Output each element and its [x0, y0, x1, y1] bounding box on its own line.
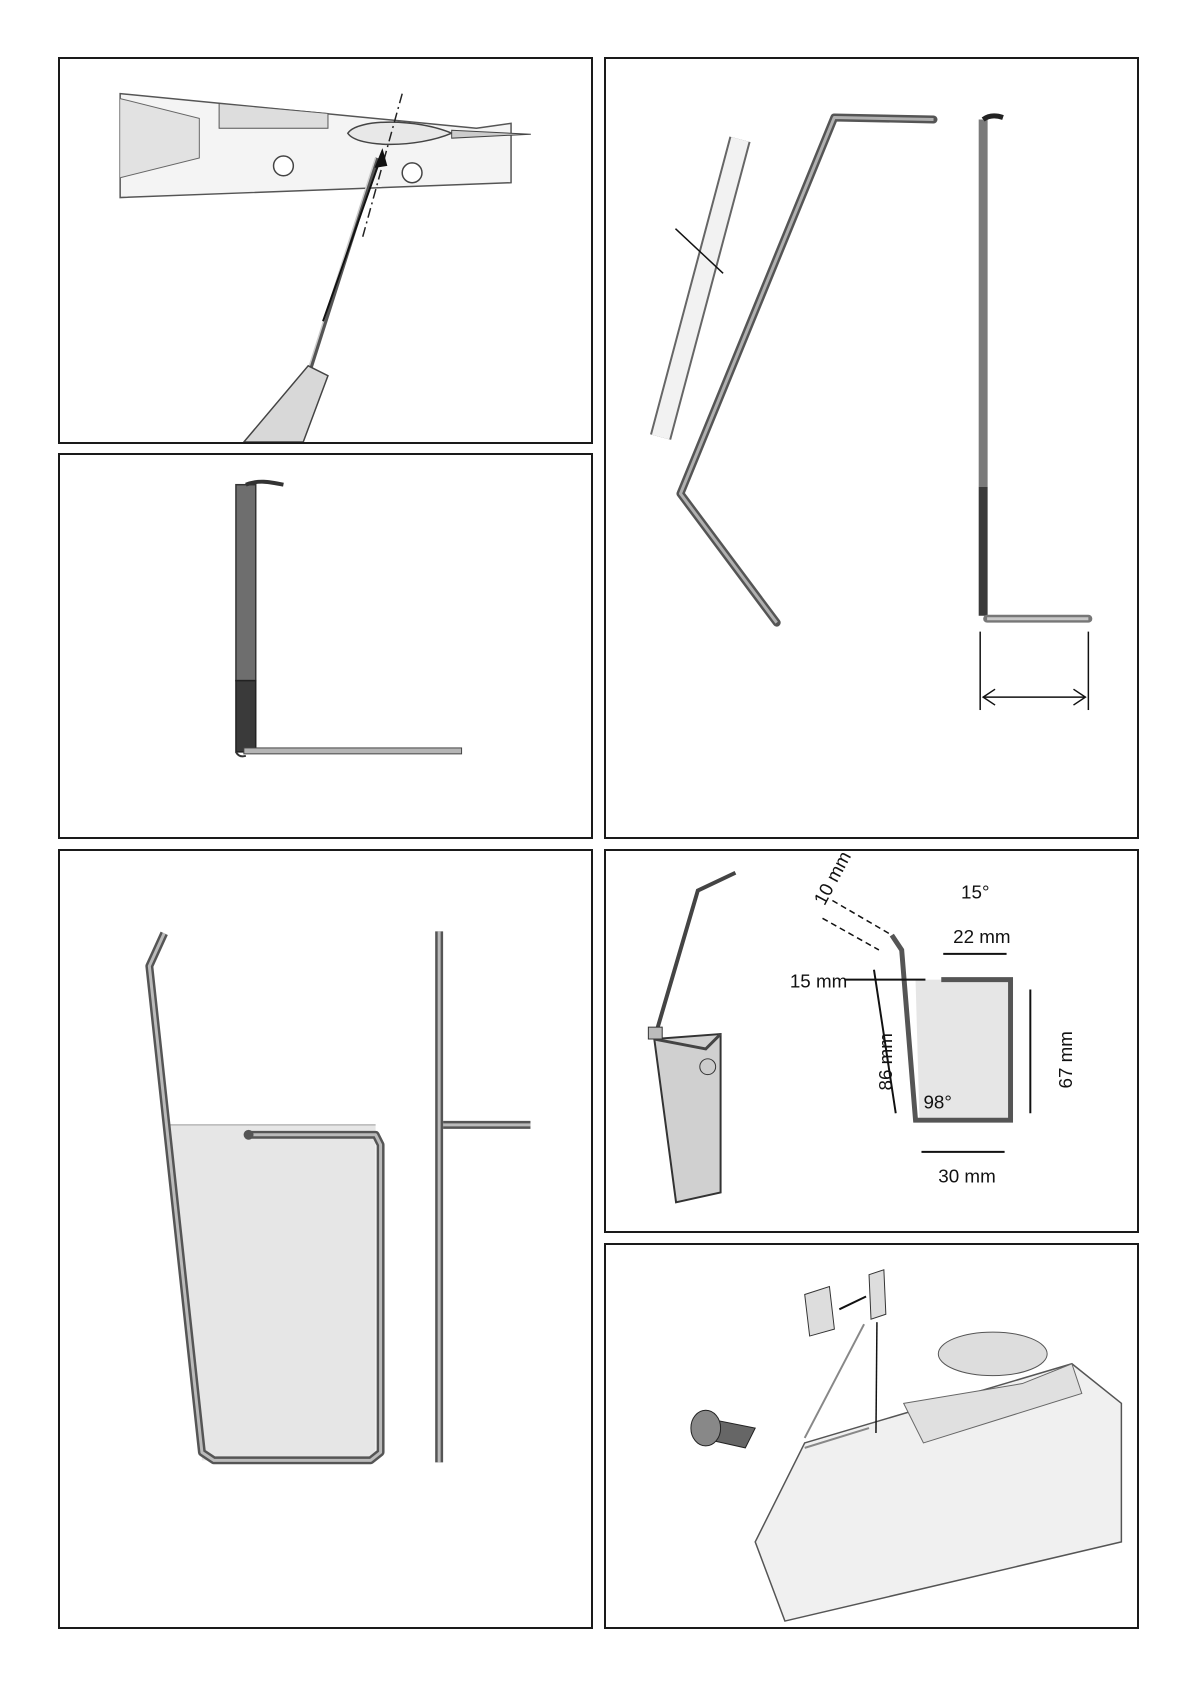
dim-67mm: 67 mm [1055, 1031, 1076, 1088]
panel-rudder-dimensions: 10 mm 15° 22 mm 15 mm 86 mm 67 mm 98° 30… [604, 849, 1139, 1233]
panel-pushrod-tube [604, 57, 1139, 839]
hinge-gluing-illustration [606, 1245, 1137, 1627]
awl-drilling-illustration [60, 59, 591, 442]
dim-22mm: 22 mm [953, 926, 1010, 947]
dim-30mm: 30 mm [938, 1166, 995, 1187]
panel-hinge-gluing [604, 1243, 1139, 1629]
dim-15mm: 15 mm [790, 971, 847, 992]
dim-10mm: 10 mm [809, 851, 855, 908]
pushrod-side-illustration [60, 455, 591, 837]
rudder-dimensions-illustration: 10 mm 15° 22 mm 15 mm 86 mm 67 mm 98° 30… [606, 851, 1137, 1231]
pushrod-tube-illustration [606, 59, 1137, 837]
panel-pushrod-side [58, 453, 593, 839]
panel-rudder-frame [58, 849, 593, 1629]
rudder-frame-illustration [60, 851, 591, 1627]
panel-awl-drilling [58, 57, 593, 444]
dim-15deg: 15° [961, 882, 989, 903]
dim-98deg: 98° [923, 1091, 951, 1112]
